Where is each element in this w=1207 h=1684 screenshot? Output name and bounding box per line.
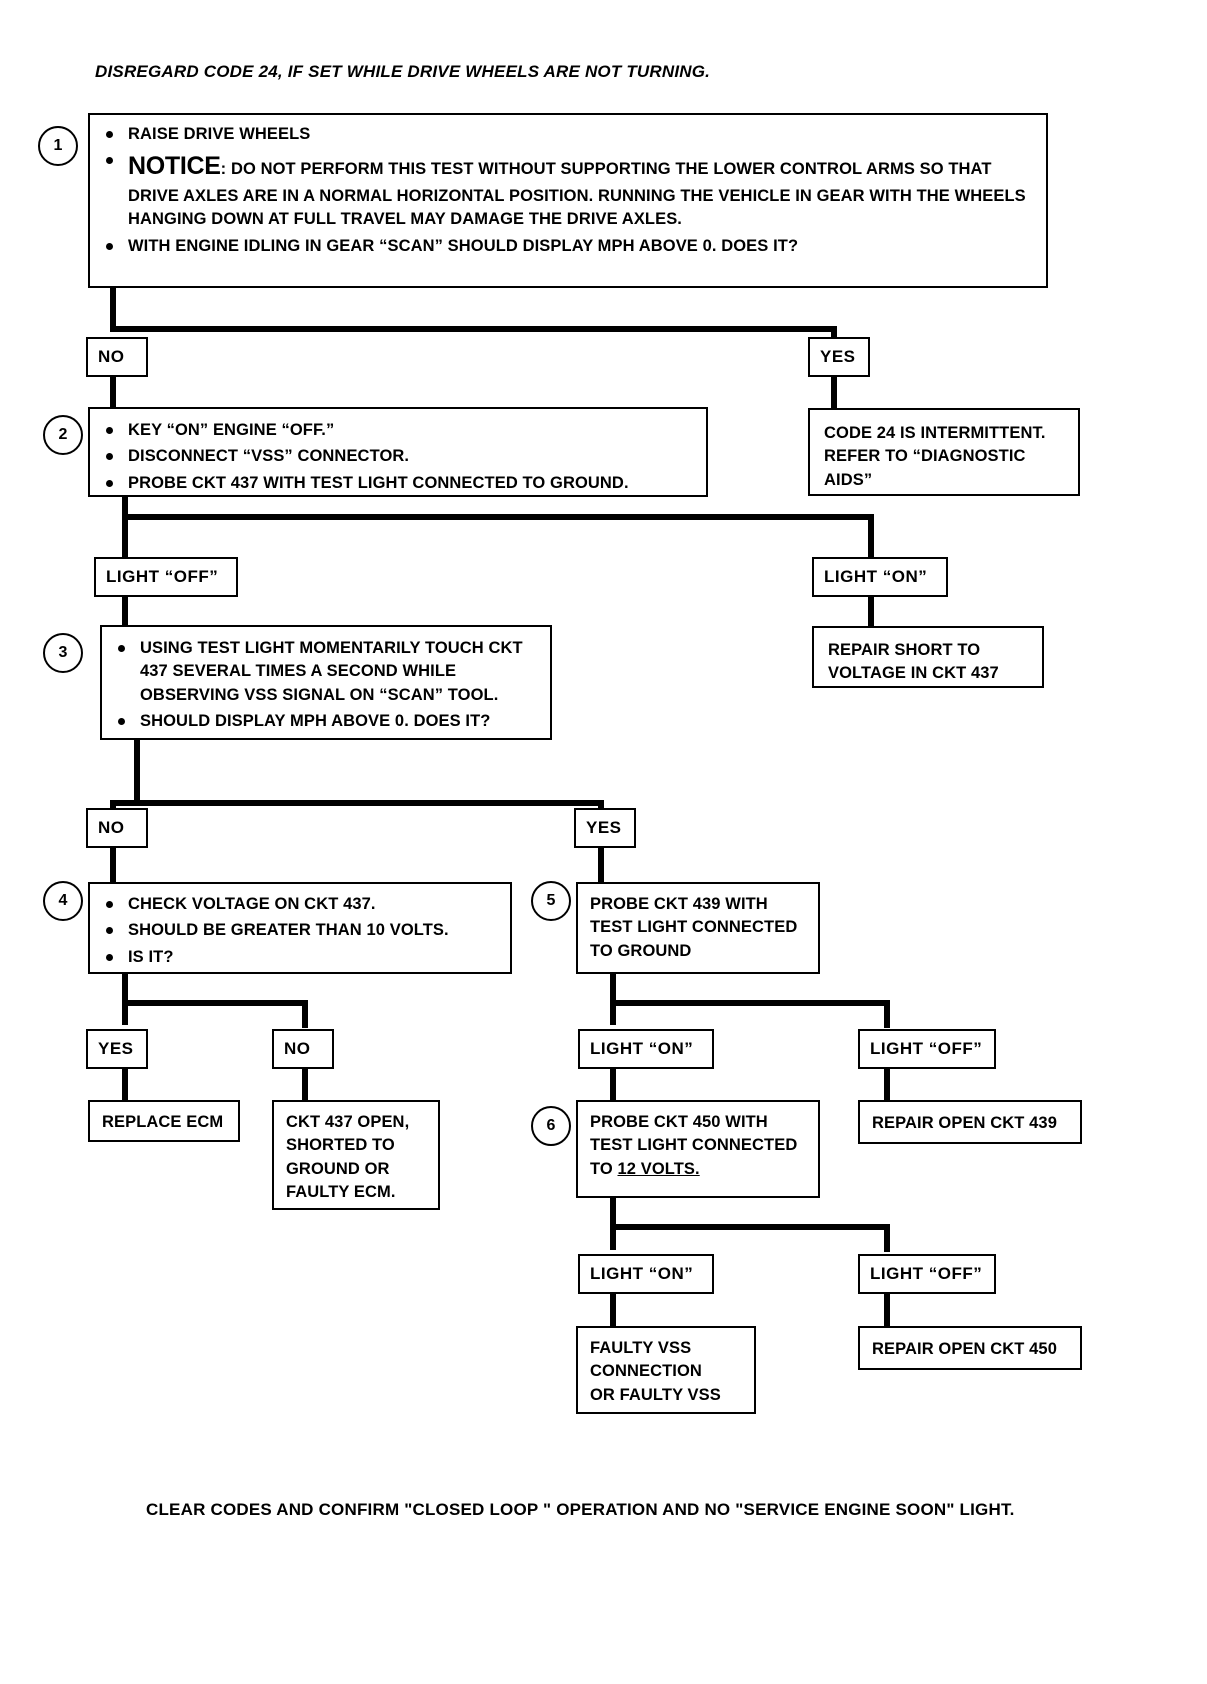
step-number-3: 3 [43,633,83,673]
step-number-4: 4 [43,881,83,921]
step-3-box: USING TEST LIGHT MOMENTARILY TOUCH CKT 4… [100,625,552,740]
connector-split-4 [122,1000,308,1006]
connector-lightoff3-down [884,1224,890,1252]
step-4-box: CHECK VOLTAGE ON CKT 437. SHOULD BE GREA… [88,882,512,974]
footer-note: CLEAR CODES AND CONFIRM "CLOSED LOOP " O… [146,1500,1015,1519]
connector-split-2 [122,514,874,520]
connector-lightoff1-to-step3 [122,594,128,628]
step-number-5: 5 [531,881,571,921]
step-3-line-2: SHOULD DISPLAY MPH ABOVE 0. DOES IT? [114,710,540,733]
code-24-intermittent-box: CODE 24 IS INTERMITTENT. REFER TO “DIAGN… [808,408,1080,496]
connector-split-1 [110,326,837,332]
connector-step1-down [110,288,116,332]
step-1-line-1: RAISE DRIVE WHEELS [102,123,1036,146]
branch-label-light-off-1: LIGHT “OFF” [94,557,238,597]
connector-step4-down [122,973,128,1025]
ckt-437-open-box: CKT 437 OPEN, SHORTED TO GROUND OR FAULT… [272,1100,440,1210]
connector-step5-down [610,973,616,1025]
notice-text: DO NOT PERFORM THIS TEST WITHOUT SUPPORT… [128,160,1026,229]
connector-lightoff1-down [122,514,128,558]
branch-label-yes-2: YES [574,808,636,848]
faulty-vss-box: FAULTY VSS CONNECTION OR FAULTY VSS [576,1326,756,1414]
step-5-box: PROBE CKT 439 WITH TEST LIGHT CONNECTED … [576,882,820,974]
connector-split-6 [610,1224,890,1230]
step-6-box: PROBE CKT 450 WITH TEST LIGHT CONNECTED … [576,1100,820,1198]
connector-lightoff2-down [884,1000,890,1028]
step-number-1: 1 [38,126,78,166]
connector-lightoff2-to-repair439 [884,1069,890,1101]
step-6-underlined-text: 12 VOLTS. [617,1159,700,1178]
connector-yes2-to-step5 [598,848,604,882]
notice-label: NOTICE [128,152,221,181]
connector-yes1-down [831,326,837,338]
connector-lightoff3-to-repair450 [884,1294,890,1326]
branch-label-light-off-2: LIGHT “OFF” [858,1029,996,1069]
connector-yes3-to-replaceecm [122,1069,128,1101]
branch-label-light-off-3: LIGHT “OFF” [858,1254,996,1294]
connector-no3-to-ckt437open [302,1069,308,1101]
step-4-line-1: CHECK VOLTAGE ON CKT 437. [102,893,500,916]
connector-split-3-left [110,800,140,806]
connector-lighton2-to-step6 [610,1069,616,1101]
step-4-line-3: IS IT? [102,946,500,969]
connector-no3-down [302,1000,308,1028]
connector-no1-to-step2 [110,374,116,410]
step-3-line-1: USING TEST LIGHT MOMENTARILY TOUCH CKT 4… [114,637,540,707]
connector-no2-to-step4 [110,848,116,882]
branch-label-no-3: NO [272,1029,334,1069]
connector-yes2-down [598,800,604,808]
branch-label-light-on-1: LIGHT “ON” [812,557,948,597]
connector-split-5 [610,1000,890,1006]
notice-separator: : [220,160,231,179]
step-number-6: 6 [531,1106,571,1146]
step-2-line-1: KEY “ON” ENGINE “OFF.” [102,419,696,442]
connector-yes1-to-code24 [831,374,837,410]
branch-label-no-1: NO [86,337,148,377]
step-2-line-2: DISCONNECT “VSS” CONNECTOR. [102,445,696,468]
header-note: DISREGARD CODE 24, IF SET WHILE DRIVE WH… [95,62,711,81]
branch-label-light-on-2: LIGHT “ON” [578,1029,714,1069]
branch-label-yes-3: YES [86,1029,148,1069]
repair-open-ckt-450-box: REPAIR OPEN CKT 450 [858,1326,1082,1370]
connector-lighton3-to-faultyvss [610,1294,616,1326]
branch-label-no-2: NO [86,808,148,848]
step-4-line-2: SHOULD BE GREATER THAN 10 VOLTS. [102,919,500,942]
connector-step3-down [134,740,140,806]
connector-lighton1-to-repair437 [868,594,874,628]
step-1-line-3: WITH ENGINE IDLING IN GEAR “SCAN” SHOULD… [102,235,1036,258]
step-6-text: PROBE CKT 450 WITH TEST LIGHT CONNECTED … [590,1113,798,1178]
branch-label-yes-1: YES [808,337,870,377]
replace-ecm-box: REPLACE ECM [88,1100,240,1142]
step-1-notice: NOTICE: DO NOT PERFORM THIS TEST WITHOUT… [102,149,1036,231]
branch-label-light-on-3: LIGHT “ON” [578,1254,714,1294]
connector-split-3 [134,800,604,806]
step-2-box: KEY “ON” ENGINE “OFF.” DISCONNECT “VSS” … [88,407,708,497]
connector-step2-down [122,496,128,520]
step-2-line-3: PROBE CKT 437 WITH TEST LIGHT CONNECTED … [102,472,696,495]
step-1-box: RAISE DRIVE WHEELS NOTICE: DO NOT PERFOR… [88,113,1048,288]
repair-open-ckt-439-box: REPAIR OPEN CKT 439 [858,1100,1082,1144]
step-number-2: 2 [43,415,83,455]
connector-lighton1-down [868,514,874,558]
repair-short-voltage-437-box: REPAIR SHORT TO VOLTAGE IN CKT 437 [812,626,1044,688]
